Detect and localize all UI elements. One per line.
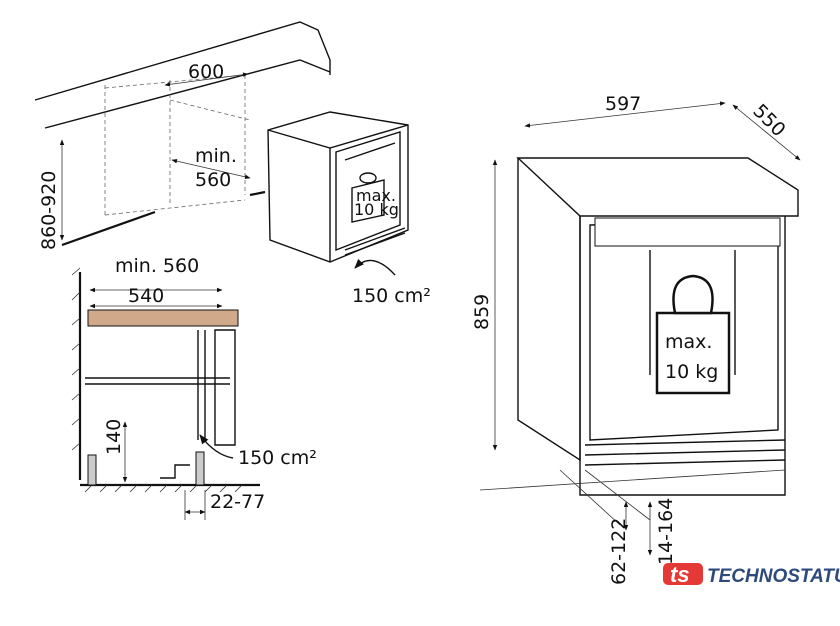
gap-label: 22-77 xyxy=(210,491,265,513)
min-width-value: 560 xyxy=(195,169,231,191)
appliance-drawing: max. 10 kg 597 550 859 62-122 14-164 xyxy=(471,93,801,585)
foot-label-2: 14-164 xyxy=(655,498,677,565)
weight-icon-large: max. 10 kg xyxy=(655,274,731,395)
plinth-height: 140 xyxy=(103,419,125,455)
section-min-width: min. 560 xyxy=(115,255,199,277)
weight-icon-small: max. 10 kg xyxy=(351,172,399,223)
appliance-depth: 550 xyxy=(748,100,789,141)
ts-logo-icon xyxy=(663,563,703,585)
floor-line xyxy=(61,210,156,247)
weight-value-small: 10 kg xyxy=(354,200,399,219)
hinge-rail xyxy=(594,217,781,247)
section-width: 540 xyxy=(128,285,164,307)
appliance-height: 859 xyxy=(471,294,493,330)
vent-label-top: 150 cm² xyxy=(352,285,431,307)
niche-perspective: 600 min. 560 860-920 xyxy=(34,21,331,250)
niche-height-label: 860-920 xyxy=(38,171,60,250)
small-appliance: max. 10 kg 150 cm² xyxy=(267,111,431,307)
countertop xyxy=(87,309,239,327)
foot-label-1: 62-122 xyxy=(608,518,630,585)
appliance-width: 597 xyxy=(605,93,641,115)
brand-name: TECHNOSTATUS xyxy=(707,566,840,587)
countertop-edge xyxy=(34,21,331,101)
section-view: min. 560 540 140 150 cm² 22-77 xyxy=(71,255,317,520)
brand-logo: ts TECHNOSTATUS xyxy=(663,562,840,587)
weight-value-large: 10 kg xyxy=(665,361,718,383)
vent-label-section: 150 cm² xyxy=(238,447,317,469)
logo-text: ts xyxy=(670,562,690,587)
airflow-arrow xyxy=(354,258,396,276)
niche-width-label: 600 xyxy=(188,61,224,83)
weight-max-large: max. xyxy=(665,331,712,353)
min-label: min. xyxy=(195,145,237,167)
weight-max-small: max. xyxy=(356,186,396,205)
